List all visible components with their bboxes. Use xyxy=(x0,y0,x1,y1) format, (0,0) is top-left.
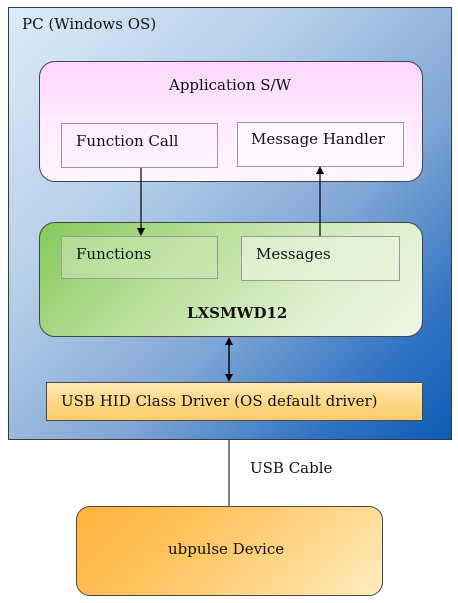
usb-cable-label: USB Cable xyxy=(250,459,333,477)
function-call-label: Function Call xyxy=(76,132,179,150)
messages-box: Messages xyxy=(241,236,400,281)
usb-hid-driver-box: USB HID Class Driver (OS default driver) xyxy=(46,382,423,421)
device-box: ubpulse Device xyxy=(76,506,383,596)
message-handler-label: Message Handler xyxy=(251,130,385,148)
functions-label: Functions xyxy=(76,245,152,263)
message-handler-box: Message Handler xyxy=(237,122,404,167)
library-title: LXSMWD12 xyxy=(187,304,288,322)
messages-label: Messages xyxy=(256,245,331,263)
application-title: Application S/W xyxy=(169,76,292,94)
function-call-box: Function Call xyxy=(61,123,218,168)
functions-box: Functions xyxy=(61,236,218,279)
device-label: ubpulse Device xyxy=(168,540,285,558)
pc-title: PC (Windows OS) xyxy=(22,15,157,33)
usb-hid-driver-label: USB HID Class Driver (OS default driver) xyxy=(61,392,378,410)
